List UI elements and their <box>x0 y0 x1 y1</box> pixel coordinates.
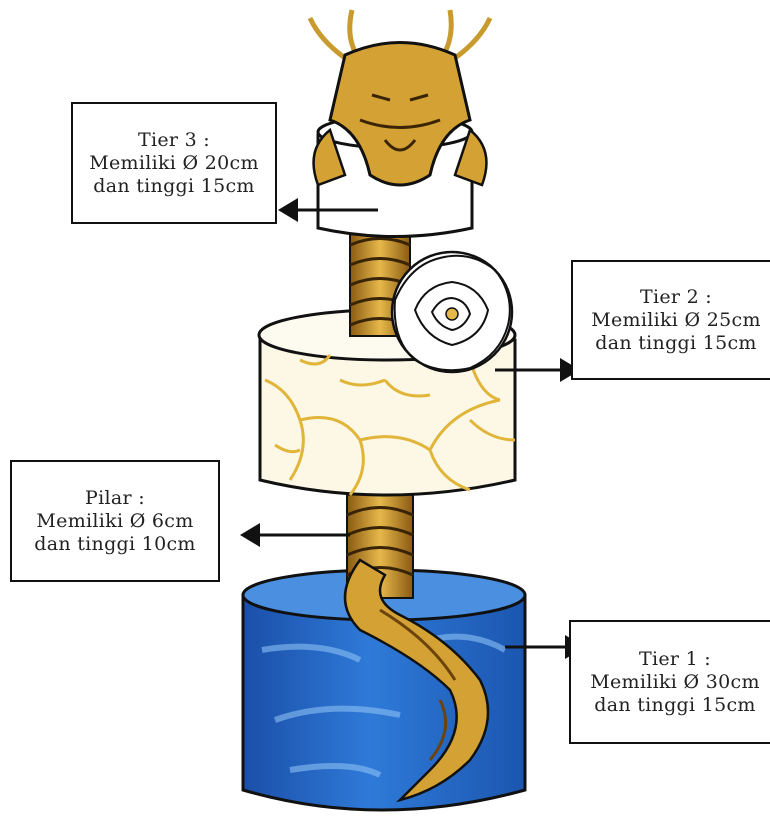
tier-1-title: Tier 1 : <box>639 648 711 671</box>
pilar-title: Pilar : <box>85 487 145 510</box>
tier-2-label: Tier 2 : Memiliki Ø 25cm dan tinggi 15cm <box>571 260 770 380</box>
tier-1-height: dan tinggi 15cm <box>594 694 756 717</box>
tier-2-title: Tier 2 : <box>640 286 712 309</box>
pilar-height: dan tinggi 10cm <box>34 533 196 556</box>
arrow-pilar <box>240 523 350 547</box>
peony-flower-icon <box>392 252 512 372</box>
tier-1-label: Tier 1 : Memiliki Ø 30cm dan tinggi 15cm <box>569 620 770 744</box>
tier-2-height: dan tinggi 15cm <box>595 332 757 355</box>
tier-3-label: Tier 3 : Memiliki Ø 20cm dan tinggi 15cm <box>71 102 277 224</box>
pilar-label: Pilar : Memiliki Ø 6cm dan tinggi 10cm <box>10 460 220 582</box>
tier-3-height: dan tinggi 15cm <box>93 175 255 198</box>
tier-3-diameter: Memiliki Ø 20cm <box>89 152 259 175</box>
tier-1-diameter: Memiliki Ø 30cm <box>590 671 760 694</box>
dragon-head-icon <box>310 10 490 185</box>
tier-3-title: Tier 3 : <box>138 129 210 152</box>
tier-2-diameter: Memiliki Ø 25cm <box>591 309 761 332</box>
pilar-diameter: Memiliki Ø 6cm <box>36 510 193 533</box>
